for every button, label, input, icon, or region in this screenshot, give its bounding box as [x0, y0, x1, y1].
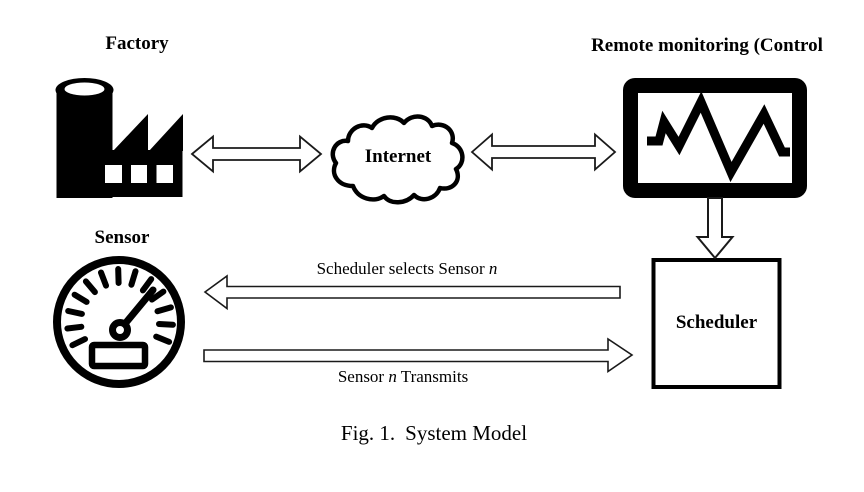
gauge-ticks — [64, 266, 176, 349]
gauge-icon — [53, 256, 185, 388]
edge-label-text: Scheduler selects Sensor — [316, 259, 489, 278]
gauge-readout — [88, 341, 149, 370]
figure-caption: Fig. 1. System Model — [2, 421, 864, 445]
sensor-index-variable: n — [488, 259, 498, 278]
factory-window — [156, 165, 173, 183]
sensor-label: Sensor — [94, 227, 150, 248]
remote-monitoring-label: Remote monitoring (Control — [591, 35, 823, 56]
cloud-outline — [330, 114, 465, 205]
scheduler-box — [651, 258, 782, 389]
monitor-chart-line — [647, 91, 790, 183]
factory-roof-tooth — [149, 114, 183, 151]
figure-number: Fig. 1. — [340, 421, 396, 445]
line-chart-monitor-icon — [623, 78, 807, 198]
arrow-monitor-scheduler — [695, 197, 735, 260]
factory-label: Factory — [105, 33, 169, 54]
gauge-hub — [109, 319, 131, 341]
arrow-internet-monitor — [470, 132, 617, 172]
sensor-index-variable: n — [388, 367, 397, 386]
factory-window — [131, 165, 147, 183]
arrow-sensor-transmits — [203, 337, 634, 374]
figure-title: System Model — [405, 421, 528, 445]
factory-icon — [55, 78, 183, 198]
edge-label-text: Transmits — [396, 367, 469, 386]
factory-chimney-opening — [64, 82, 105, 96]
arrow-scheduler-selects-sensor — [203, 274, 621, 311]
factory-window — [105, 165, 122, 183]
gauge-needle — [120, 286, 157, 329]
internet-label: Internet — [364, 146, 432, 167]
scheduler-label: Scheduler — [675, 312, 758, 333]
edge-label-scheduler-selects: Scheduler selects Sensor n — [255, 259, 559, 279]
cloud-icon — [330, 114, 465, 205]
factory-roof-tooth — [113, 114, 148, 151]
edge-label-text: Sensor — [337, 367, 389, 386]
edge-label-sensor-transmits: Sensor n Transmits — [253, 367, 553, 387]
arrow-factory-internet — [190, 134, 323, 174]
